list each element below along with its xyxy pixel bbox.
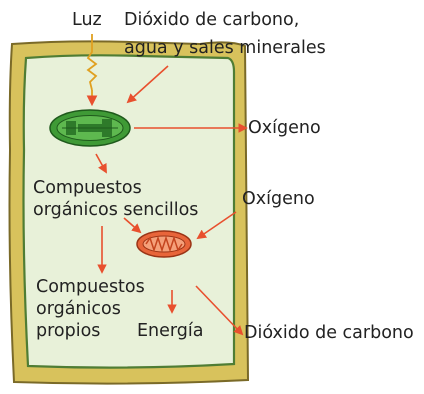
- co2-out-arrow: [195, 285, 244, 336]
- oxygen-to-mitochondrion-arrow: [196, 211, 237, 240]
- oxygen-out-label: Oxígeno: [248, 118, 321, 138]
- chloroplast-icon: [49, 109, 131, 147]
- own-compounds-label-line3: propios: [36, 321, 101, 341]
- inputs-to-chloroplast-arrow: [126, 65, 169, 104]
- light-ray-icon: [86, 34, 98, 91]
- own-compounds-label-line2: orgánicos: [36, 299, 121, 319]
- co2-out-label: Dióxido de carbono: [244, 323, 414, 343]
- oxygen-in-label: Oxígeno: [242, 189, 315, 209]
- simple-compounds-label-line2: orgánicos sencillos: [33, 200, 199, 220]
- own-compounds-label-line1: Compuestos: [36, 277, 145, 297]
- energy-label: Energía: [137, 321, 204, 341]
- simple-compounds-to-mitochondrion-arrow: [123, 217, 142, 234]
- light-label: Luz: [72, 10, 102, 30]
- simple-compounds-label-line1: Compuestos: [33, 178, 142, 198]
- inputs-label-line2: agua y sales minerales: [124, 38, 326, 58]
- mitochondrion-icon: [136, 230, 192, 258]
- chloroplast-to-simple-compounds-arrow: [95, 153, 107, 174]
- inputs-label-line1: Dióxido de carbono,: [124, 10, 300, 30]
